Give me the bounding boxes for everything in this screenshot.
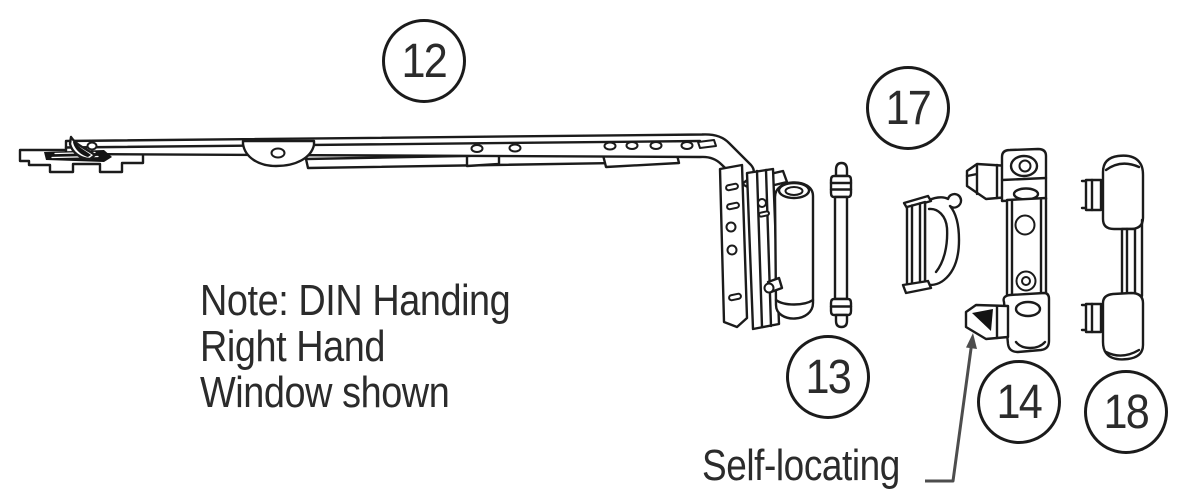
callout-12-label: 12 (401, 34, 448, 88)
self-locating-arrow (925, 333, 977, 483)
handing-note-line3: Window shown (200, 368, 450, 417)
callout-18: 18 (1084, 370, 1168, 454)
part-17-clip-drawing (901, 192, 963, 295)
part-12-stay-arm-drawing (18, 133, 815, 331)
handing-note-line2: Right Hand (200, 322, 386, 371)
handing-note-line1: Note: DIN Handing (200, 276, 511, 325)
part-13-pivot-pin-drawing (829, 161, 853, 329)
part-14-frame-bracket-drawing (964, 147, 1051, 354)
handing-note: Note: DIN Handing Right Hand Window show… (200, 276, 511, 417)
callout-12: 12 (382, 19, 466, 103)
self-locating-label: Self-locating (702, 441, 900, 490)
callout-14-label: 14 (996, 375, 1043, 429)
callout-17-label: 17 (885, 81, 932, 135)
part-18-cover-caps-drawing (1080, 154, 1145, 361)
callout-13: 13 (786, 335, 870, 419)
callout-17: 17 (866, 66, 950, 150)
callout-18-label: 18 (1103, 385, 1150, 439)
callout-14: 14 (977, 360, 1061, 444)
callout-13-label: 13 (805, 350, 852, 404)
